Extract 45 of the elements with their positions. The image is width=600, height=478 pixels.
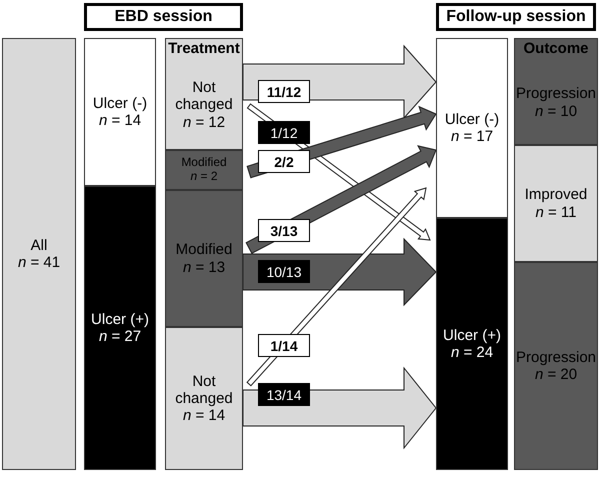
group-label: Ulcer (+) bbox=[443, 326, 501, 344]
column-heading: Outcome bbox=[522, 40, 590, 57]
group-label: Ulcer (+) bbox=[91, 310, 149, 328]
group-bar bbox=[165, 327, 243, 470]
group-label: Improved bbox=[524, 186, 588, 204]
count-label: n = 13 bbox=[182, 258, 226, 276]
edge-label: 11/12 bbox=[258, 80, 310, 103]
group-bar bbox=[436, 38, 508, 218]
group-bar bbox=[514, 38, 598, 145]
count-label: n = 14 bbox=[182, 407, 226, 424]
session-header: Follow-up session bbox=[436, 3, 596, 31]
edge-label: 13/14 bbox=[258, 383, 310, 406]
group-bar bbox=[165, 190, 243, 327]
group-label: Progression bbox=[516, 85, 596, 102]
group-bar bbox=[436, 218, 508, 470]
count-label: n = 20 bbox=[534, 366, 578, 384]
session-header: EBD session bbox=[84, 3, 243, 31]
edge-label: 1/14 bbox=[258, 334, 310, 357]
edge-label: 2/2 bbox=[258, 150, 310, 173]
group-label: Modified bbox=[176, 241, 232, 258]
group-bar bbox=[514, 262, 598, 470]
edge-label: 10/13 bbox=[258, 260, 310, 283]
count-label: n = 17 bbox=[450, 128, 494, 146]
group-label: Ulcer (-) bbox=[444, 110, 500, 128]
count-label: n = 24 bbox=[450, 344, 494, 362]
count-label: n = 12 bbox=[182, 114, 226, 131]
group-label: Modified bbox=[181, 156, 227, 170]
edge-label: 1/12 bbox=[258, 121, 310, 144]
group-bar bbox=[84, 38, 156, 186]
edge-label: 3/13 bbox=[258, 219, 310, 242]
column-heading: Treatment bbox=[167, 40, 241, 57]
count-label: n = 27 bbox=[98, 328, 142, 346]
group-label: All bbox=[30, 236, 48, 254]
count-label: n = 2 bbox=[190, 170, 218, 184]
group-bar bbox=[165, 150, 243, 190]
group-bar bbox=[84, 186, 156, 470]
count-label: n = 11 bbox=[535, 204, 576, 221]
count-label: n = 10 bbox=[534, 102, 578, 120]
count-label: n = 14 bbox=[98, 112, 142, 130]
group-label: Ulcer (-) bbox=[92, 94, 148, 112]
group-bar bbox=[165, 38, 243, 150]
group-label: Progression bbox=[516, 348, 596, 366]
group-bar bbox=[514, 145, 598, 262]
group-bar bbox=[2, 38, 76, 470]
count-label: n = 41 bbox=[18, 254, 60, 272]
